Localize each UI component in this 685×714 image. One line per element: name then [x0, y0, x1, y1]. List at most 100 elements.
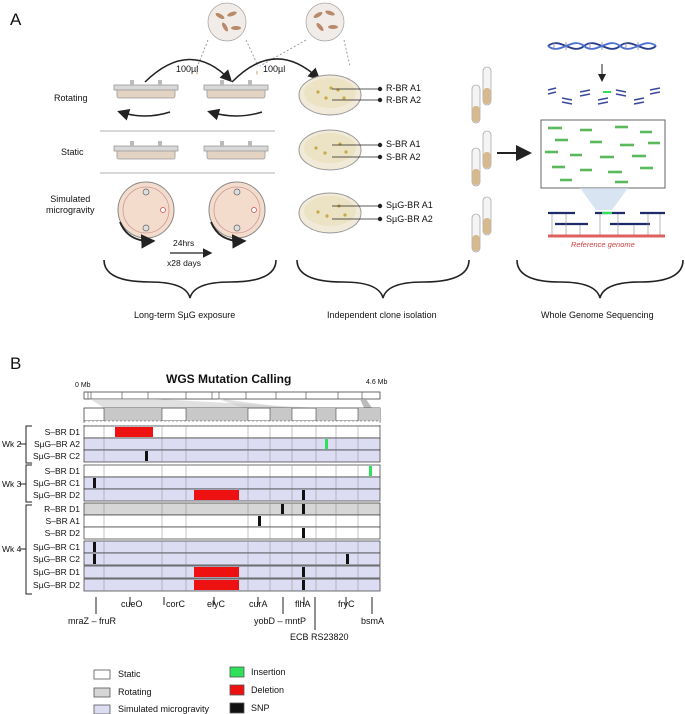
snp-mark [302, 580, 305, 590]
clone-r-a1: R-BR A1 [386, 83, 422, 93]
heatmap-row [83, 540, 381, 554]
snp-mark [93, 542, 96, 552]
gene-yobD-mntP: yobD – mntP [254, 616, 307, 626]
static-vessel-1 [113, 141, 179, 160]
snp-mark [302, 567, 305, 577]
snp-mark [93, 554, 96, 564]
gene-mraZ-fruR: mraZ – fruR [68, 616, 117, 626]
gene-fryC: fryC [338, 599, 355, 609]
genome-ruler [83, 391, 381, 427]
heatmap-row-label: SµG–BR C2 [33, 451, 80, 461]
microgravity-vessel-2 [208, 181, 266, 249]
clone-s-a2: S-BR A2 [386, 152, 421, 162]
heatmap-row-label: S–BR A1 [45, 516, 81, 526]
reference-alignment [548, 211, 665, 238]
heatmap-row-label: SµG–BR C1 [33, 542, 80, 552]
heatmap-row-label: SµG–BR D1 [33, 567, 80, 577]
rotating-vessel-1 [113, 80, 179, 121]
heatmap-row [83, 464, 381, 478]
heatmap-row [83, 437, 381, 451]
timing-24hrs: 24hrs [173, 238, 195, 248]
deletion-mark [194, 580, 239, 590]
transfer-arrow-1 [144, 58, 233, 83]
panel-b-title: WGS Mutation Calling [166, 372, 292, 386]
static-vessel-2 [203, 141, 269, 160]
gene-ECB-RS23820: ECB RS23820 [290, 632, 349, 642]
clone-smg-a1: SµG-BR A1 [386, 200, 433, 210]
panel-b-letter: B [10, 354, 22, 373]
row-label-rotating: Rotating [54, 93, 88, 103]
snp-mark [281, 504, 284, 514]
heatmap-row [83, 476, 381, 490]
week-label-4: Wk 4 [2, 544, 22, 554]
heatmap-row-label: SµG–BR D2 [33, 580, 80, 590]
gene-bsmA: bsmA [361, 616, 385, 626]
deletion-mark [115, 427, 153, 437]
clone-smg-a2: SµG-BR A2 [386, 214, 433, 224]
heatmap-row-label: S–BR D2 [44, 528, 80, 538]
row-label-microgravity: Simulated microgravity [46, 194, 95, 215]
snp-mark [302, 504, 305, 514]
transfer-arrow-2 [231, 58, 321, 83]
snp-mark [346, 554, 349, 564]
legend-swatches [93, 666, 245, 714]
snp-mark [145, 451, 148, 461]
volume-label-2: 100µl [263, 64, 286, 74]
brace-isolation [296, 259, 470, 299]
dna-helix-icon [547, 42, 657, 50]
clone-s-a1: S-BR A1 [386, 139, 421, 149]
genome-start-label: 0 Mb [75, 382, 91, 389]
bacteria-bubble-2 [305, 2, 345, 42]
dna-fragments [547, 87, 661, 105]
gene-ticks [95, 597, 373, 630]
gene-flhA: flhA [295, 599, 311, 609]
heatmap-row-label: R–BR D1 [44, 504, 80, 514]
insertion-mark [369, 466, 372, 476]
volume-label-1: 100µl [176, 64, 199, 74]
petri-dish-microgravity [298, 192, 362, 234]
week-label-3: Wk 3 [2, 479, 22, 489]
brace-sequencing [516, 259, 684, 299]
legend-smg: Simulated microgravity [118, 704, 210, 714]
gene-curA: curA [249, 599, 268, 609]
gene-cueO: cueO [121, 599, 143, 609]
heatmap-row [83, 526, 381, 540]
heatmap-row [83, 502, 381, 516]
legend-insertion: Insertion [251, 667, 286, 677]
heatmap-row-label: SµG–BR C1 [33, 478, 80, 488]
bacteria-bubble-1 [207, 2, 247, 42]
gene-corC: corC [166, 599, 186, 609]
legend-snp: SNP [251, 703, 270, 713]
snp-mark [302, 528, 305, 538]
genome-end-label: 4.6 Mb [366, 379, 388, 386]
petri-dish-rotating [298, 74, 362, 116]
caption-isolation: Independent clone isolation [327, 310, 437, 320]
legend-static: Static [118, 669, 141, 679]
snp-mark [258, 516, 261, 526]
timing-28days: x28 days [167, 258, 202, 268]
week-brackets [20, 425, 32, 595]
snp-mark [302, 490, 305, 500]
week-label-2: Wk 2 [2, 439, 22, 449]
reference-genome-label: Reference genome [571, 240, 635, 249]
microgravity-vessel-1 [117, 181, 175, 249]
deletion-mark [194, 490, 239, 500]
petri-dish-static [298, 129, 362, 171]
heatmap-row-label: S–BR D1 [44, 466, 80, 476]
insertion-mark [325, 439, 328, 449]
heatmap-row-label: SµG–BR C2 [33, 554, 80, 564]
heatmap-row-label: SµG–BR A2 [33, 439, 80, 449]
deletion-mark [194, 567, 239, 577]
heatmap-row-label: SµG–BR D2 [33, 490, 80, 500]
brace-exposure [103, 259, 277, 299]
legend-rotating: Rotating [118, 687, 152, 697]
heatmap-row [83, 552, 381, 566]
clone-r-a2: R-BR A2 [386, 95, 422, 105]
mutation-heatmap [83, 425, 381, 592]
legend-deletion: Deletion [251, 685, 285, 695]
caption-exposure: Long-term SµG exposure [134, 310, 236, 320]
snp-mark [93, 478, 96, 488]
heatmap-row [83, 449, 381, 463]
gene-elyC: elyC [207, 599, 226, 609]
